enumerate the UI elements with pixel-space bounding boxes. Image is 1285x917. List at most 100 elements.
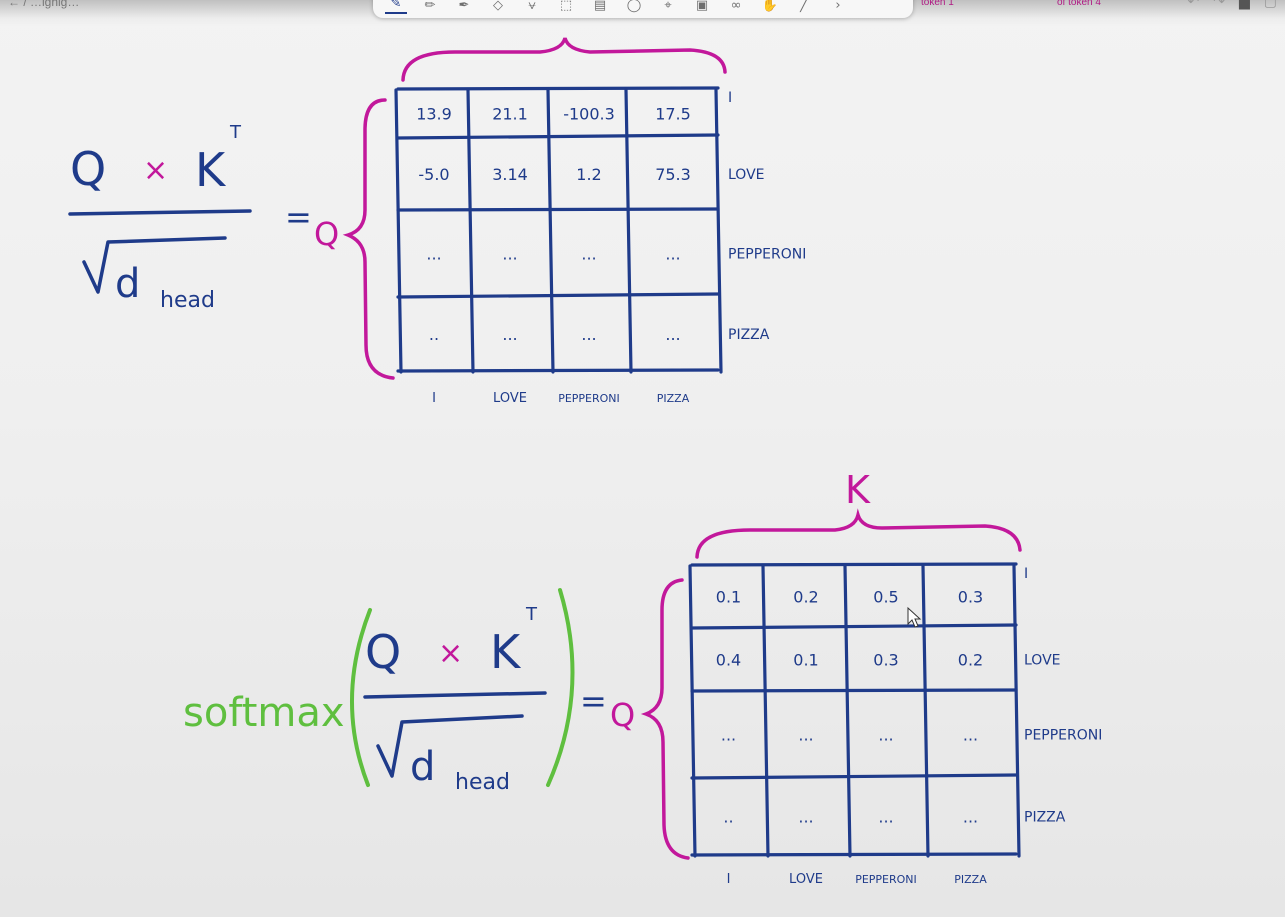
matrix_bottom-row-label-1: LOVE: [1024, 653, 1061, 669]
matrix_bottom-vline-4: [1012, 564, 1021, 858]
shape-icon[interactable]: ◯: [626, 0, 642, 13]
formula-top-head: head: [160, 288, 215, 313]
formula-top-q: Q: [70, 142, 106, 196]
formula-top-sqrt: [82, 236, 227, 294]
matrix_bottom-hline-0: [690, 562, 1018, 567]
matrix_bottom-cell-r1-c2: 0.3: [873, 651, 898, 670]
matrix_bottom-col-label-3: PIZZA: [954, 873, 987, 886]
hand-icon[interactable]: ✋: [761, 0, 779, 13]
formula-bottom-sqrt: [376, 714, 524, 778]
ruler-icon[interactable]: ╱: [800, 0, 808, 13]
formula-bottom-times: ×: [438, 636, 463, 671]
matrix-top-brace-top: [401, 37, 727, 82]
matrix_bottom-row-label-3: PIZZA: [1024, 810, 1066, 826]
highlighter-icon[interactable]: ✒: [458, 0, 470, 13]
matrix_bottom-cell-r0-c0: 0.1: [716, 588, 741, 607]
mouse-cursor-icon: [907, 606, 922, 628]
pencil-icon[interactable]: ✏: [424, 0, 436, 13]
matrix_top-row-label-1: LOVE: [728, 167, 765, 183]
matrix_bottom-cell-r0-c2: 0.5: [873, 588, 898, 607]
eraser-icon[interactable]: ◇: [493, 0, 503, 13]
formula-top: Q × K T d head = Q: [68, 122, 339, 313]
matrix_top-cell-r1-c3: 75.3: [655, 165, 691, 184]
matrix_top-hline-4: [396, 368, 720, 373]
matrix_top-cell-r2-c3: ...: [665, 245, 680, 264]
matrix_top-cell-r3-c2: ...: [581, 325, 596, 344]
matrix_top-row-label-3: PIZZA: [728, 327, 770, 343]
matrix_bottom-cell-r1-c0: 0.4: [716, 651, 741, 670]
image-icon[interactable]: ▤: [593, 0, 607, 13]
matrix_bottom-vline-3: [921, 564, 930, 858]
matrix_top-cell-r2-c1: ...: [502, 245, 517, 264]
matrix_top-hline-2: [396, 207, 720, 212]
formula-bottom-head: head: [455, 770, 510, 795]
matrix_bottom-cell-r0-c3: 0.3: [958, 588, 983, 607]
matrix-bottom-brace-left: [640, 578, 690, 860]
matrix_bottom-col-label-1: LOVE: [789, 872, 823, 887]
formula-bottom-fraction-bar: [363, 691, 547, 699]
matrix_top-cell-r0-c1: 21.1: [492, 105, 528, 124]
lasso-icon[interactable]: ⩝: [528, 0, 536, 13]
matrix_top-cell-r2-c0: ...: [426, 245, 441, 264]
formula-bottom-result-q: Q: [610, 696, 635, 734]
matrix_top-hline-0: [396, 86, 720, 91]
selection-icon[interactable]: ⬚: [559, 0, 573, 13]
formula-bottom-q: Q: [365, 625, 401, 679]
matrix_bottom-cell-r1-c1: 0.1: [793, 651, 818, 670]
matrix_bottom-cell-r2-c2: ...: [878, 726, 893, 745]
matrix-bottom-braces: K: [640, 468, 1022, 860]
matrix_top-cell-r3-c3: ...: [665, 325, 680, 344]
formula-bottom-k: K: [490, 625, 522, 679]
matrix_top-col-label-3: PIZZA: [657, 392, 690, 405]
drawing-toolbar: ✎ ✏ ✒ ◇ ⩝ ⬚ ▤ ◯ ⌖ ▣ ∞ ✋ ╱ ›: [373, 0, 913, 18]
matrix_top-hline-3: [396, 292, 720, 299]
matrix_top-hline-1: [396, 133, 720, 140]
formula-top-equals: =: [285, 198, 312, 236]
redo-icon[interactable]: ↷: [1213, 0, 1225, 10]
formula-top-d: d: [115, 261, 140, 307]
matrix-bottom-brace-k: K: [845, 468, 871, 512]
link-icon[interactable]: ∞: [730, 0, 742, 13]
matrix_top-vline-2: [546, 88, 555, 374]
matrix_bottom-row-label-0: I: [1024, 566, 1028, 582]
more-icon[interactable]: ›: [835, 0, 841, 13]
matrix_bottom-hline-1: [690, 623, 1018, 630]
matrix_top-cell-r1-c0: -5.0: [418, 165, 449, 184]
matrix_top-cell-r1-c1: 3.14: [492, 165, 528, 184]
present-icon[interactable]: ▇: [1238, 0, 1250, 10]
matrix_top-cell-r2-c2: ...: [581, 245, 596, 264]
matrix_bottom-cell-r3-c3: ...: [963, 808, 978, 827]
matrix_bottom-col-label-2: PEPPERONI: [855, 873, 917, 886]
page-icon[interactable]: ▢: [1263, 0, 1277, 10]
matrix_bottom-hline-3: [690, 773, 1018, 780]
matrix_bottom-hline-4: [690, 852, 1018, 857]
undo-icon[interactable]: ↶: [1187, 0, 1200, 10]
camera-icon[interactable]: ▣: [695, 0, 709, 13]
note-token-1: token 1: [921, 0, 954, 8]
matrix_bottom-cell-r3-c0: ..: [723, 808, 733, 827]
window-controls: ↶ ↷ ▇ ▢: [1188, 0, 1277, 10]
matrix_top-col-label-0: I: [432, 391, 436, 406]
matrix_bottom-hline-2: [690, 688, 1018, 693]
matrix_top-cell-r0-c0: 13.9: [416, 105, 452, 124]
formula-bottom-equals: =: [580, 682, 607, 720]
matrix_top-cell-r0-c3: 17.5: [655, 105, 691, 124]
matrix_top-col-label-1: LOVE: [493, 391, 527, 406]
pin-icon[interactable]: ⌖: [664, 0, 672, 13]
matrix_bottom-col-label-0: I: [727, 872, 731, 887]
formula-bottom-d: d: [410, 744, 435, 790]
matrix-top-braces: [342, 37, 727, 380]
formula-top-k: K: [195, 143, 227, 197]
matrix-top-brace-left: [342, 98, 395, 380]
pen-icon[interactable]: ✎: [385, 0, 407, 14]
matrix_bottom-cell-r3-c1: ...: [798, 808, 813, 827]
softmax-label: softmax: [183, 690, 345, 736]
matrix_bottom-cell-r1-c3: 0.2: [958, 651, 983, 670]
matrix_bottom-cell-r2-c3: ...: [963, 726, 978, 745]
formula-top-result-q: Q: [314, 215, 339, 253]
formula-top-fraction-bar: [68, 209, 252, 216]
matrix_bottom-cell-r2-c0: ...: [721, 726, 736, 745]
